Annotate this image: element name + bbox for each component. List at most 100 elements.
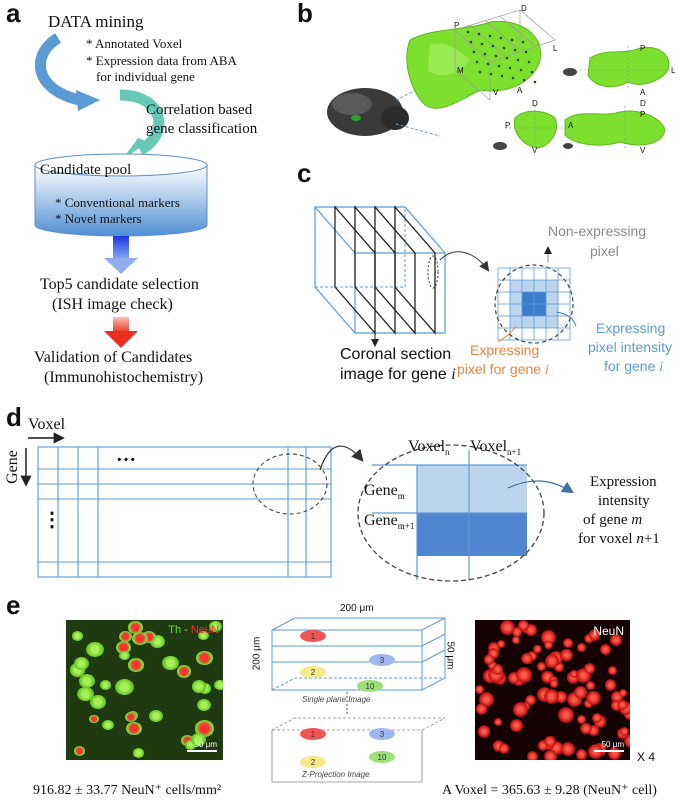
voxel-axis-label: Voxel xyxy=(28,416,66,433)
neun-cell xyxy=(560,648,573,662)
curved-teal-arrow xyxy=(119,89,165,155)
mini-brain-icon xyxy=(493,142,507,150)
matrix-magnified xyxy=(357,444,545,582)
validation-line1: Validation of Candidates xyxy=(34,349,193,366)
grid-point xyxy=(508,66,512,70)
zoom-arrow-c xyxy=(439,251,490,272)
axis-label-p-bl: P xyxy=(505,121,511,130)
neun-cell xyxy=(583,662,596,675)
neun-cell xyxy=(560,742,575,757)
correlation-line1: Correlation based xyxy=(146,102,253,118)
scale-bar-label: 50 μm xyxy=(601,740,624,749)
neun-cell xyxy=(491,663,503,675)
neun-cell xyxy=(587,724,599,736)
neun-cell xyxy=(611,700,622,711)
cell-number: 2 xyxy=(311,758,316,767)
coronal-section-stack xyxy=(314,205,446,347)
neuron-cell xyxy=(132,631,148,646)
grid-point xyxy=(491,44,495,48)
neun-cell xyxy=(575,748,588,760)
axis-label-p-br: P xyxy=(640,110,646,119)
neun-cell xyxy=(599,643,611,656)
neuron-cell xyxy=(195,720,215,737)
panel-label-a: a xyxy=(6,0,21,28)
data-mining-title: DATA mining xyxy=(48,12,144,31)
zoom-circle-small xyxy=(427,255,439,289)
axis-label-p-tr: P xyxy=(640,44,646,53)
neun-cell xyxy=(537,739,549,751)
grid-point xyxy=(472,50,476,54)
grid-point xyxy=(494,54,498,58)
axis-grid-box xyxy=(454,9,556,101)
grid-point xyxy=(480,42,484,46)
neun-cell xyxy=(500,620,516,636)
grid-point xyxy=(499,36,503,40)
grid-point xyxy=(502,46,506,50)
grid-point xyxy=(488,34,492,38)
brain-region-3d-large xyxy=(406,20,542,109)
cell-number: 1 xyxy=(311,730,316,739)
neun-cell xyxy=(527,750,538,760)
projection-plane xyxy=(271,717,446,783)
neuron-cell xyxy=(73,745,86,756)
cell-number: 1 xyxy=(311,632,316,641)
label-expressing-1: Expressing xyxy=(470,342,540,358)
cell-number: 10 xyxy=(378,753,387,762)
neun-cell xyxy=(549,679,558,688)
neuron-cell xyxy=(126,721,143,736)
grid-point xyxy=(533,80,537,84)
pool-bullet-conventional: * Conventional markers xyxy=(55,195,180,210)
grid-point xyxy=(530,70,534,74)
dim-top-label: 200 μm xyxy=(340,603,374,614)
neuron-cell xyxy=(196,650,214,665)
neun-cell xyxy=(580,722,592,735)
axis-label-v-br: V xyxy=(640,146,646,155)
expression-line1: Expression xyxy=(590,474,657,490)
pool-bullet-novel: * Novel markers xyxy=(55,211,142,226)
label-intensity-1: Expressing xyxy=(596,320,666,336)
axis-label-a-bl: A xyxy=(568,121,574,130)
neuron-cell xyxy=(132,748,144,758)
pixel-grid-magnified xyxy=(494,264,574,344)
grid-point xyxy=(521,40,525,44)
z-projection-caption: Z-Projection Image xyxy=(302,770,370,779)
grid-point xyxy=(497,64,501,68)
grid-point xyxy=(475,60,479,64)
grid-point xyxy=(510,38,514,42)
neuron-cell xyxy=(115,640,132,654)
neuron-cell xyxy=(127,658,144,672)
neun-cell xyxy=(498,743,510,754)
grid-point xyxy=(477,32,481,36)
panel-label-e: e xyxy=(6,590,21,620)
label-non-expressing-1: Non-expressing xyxy=(548,223,647,239)
bullet-annotated-voxel: * Annotated Voxel xyxy=(86,36,183,51)
label-coronal-1: Coronal section xyxy=(340,346,452,363)
neun-cell xyxy=(521,652,534,665)
neun-cell xyxy=(508,672,520,684)
neuron-cell xyxy=(209,620,223,632)
grid-point xyxy=(524,50,528,54)
brain-region-3d-bottom-right xyxy=(564,110,666,146)
neun-cell xyxy=(608,666,617,675)
cell-marker xyxy=(300,666,326,678)
neun-cell xyxy=(577,714,587,724)
candidate-pool-title: Candidate pool xyxy=(40,162,132,178)
label-coronal-2: image for gene i xyxy=(340,366,456,383)
neuron-cell xyxy=(78,674,96,688)
neun-cell xyxy=(588,628,601,641)
grid-point xyxy=(483,52,487,56)
grid-point xyxy=(519,68,523,72)
scale-bar xyxy=(594,750,624,752)
grid-point xyxy=(505,56,509,60)
expression-line2: intensity xyxy=(598,493,650,509)
blue-down-arrow xyxy=(104,236,138,274)
axis-label-d-br: D xyxy=(640,99,646,108)
top5-line1: Top5 candidate selection xyxy=(40,276,199,293)
neuron-cell xyxy=(99,680,111,690)
label-intensity-3: for gene i xyxy=(604,358,664,375)
red-down-arrow xyxy=(104,317,138,348)
neun-cell xyxy=(592,712,602,723)
grid-point xyxy=(527,60,531,64)
neun-cell xyxy=(544,653,559,668)
